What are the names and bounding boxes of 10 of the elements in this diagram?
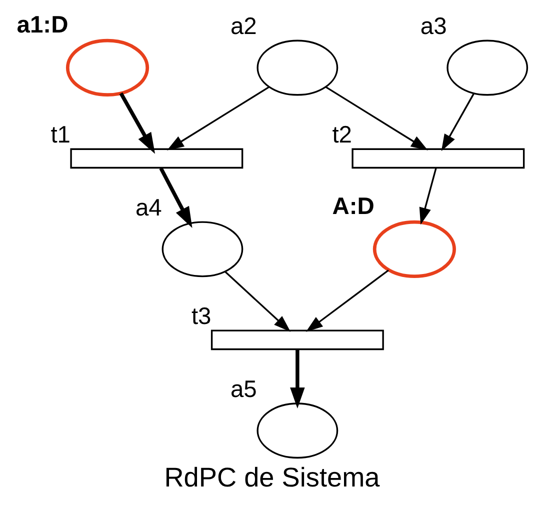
node-label: a5 (230, 377, 256, 404)
node-label: a3 (420, 14, 446, 40)
node-label: t1 (50, 122, 70, 149)
caption: RdPC de Sistema (164, 461, 380, 492)
node-label: a2 (230, 14, 256, 40)
node-label: t3 (190, 304, 211, 330)
node-label: a4 (134, 196, 162, 222)
node-label: t2 (332, 122, 352, 149)
node-label: A:D (332, 194, 374, 220)
node-label: a1:D (16, 12, 68, 38)
